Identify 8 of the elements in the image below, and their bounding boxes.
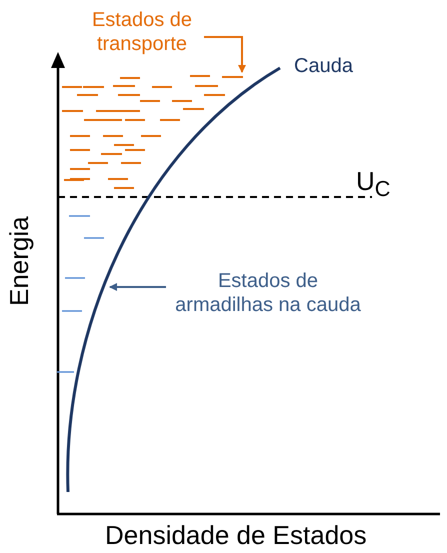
axis-title: Energia <box>4 216 35 306</box>
axis-title: Densidade de Estados <box>105 520 367 552</box>
callout-text: Estados de armadilhas na cauda <box>168 269 368 317</box>
level-label: U$_{C}$ <box>356 166 390 202</box>
callout-text: Estados de transporte <box>62 8 222 56</box>
curve-label: Cauda <box>294 54 353 78</box>
arrow <box>109 283 166 291</box>
arrow <box>204 36 246 73</box>
